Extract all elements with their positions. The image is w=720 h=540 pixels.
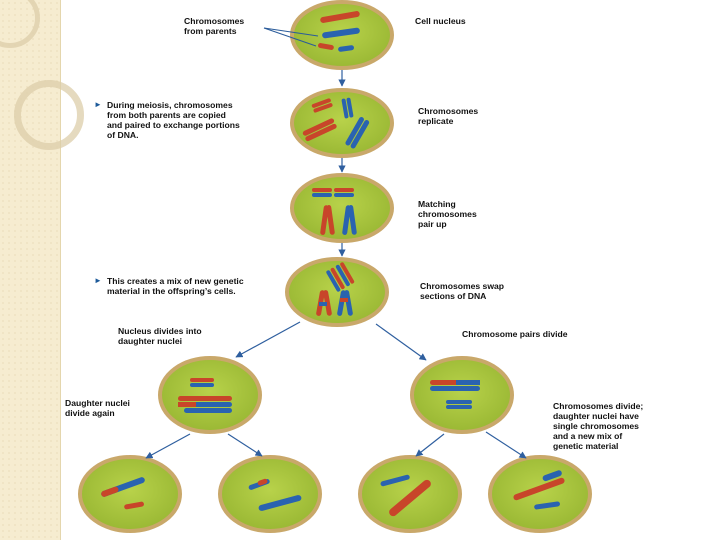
cell-1-nucleus <box>290 0 394 70</box>
label-nucleus-divides: Nucleus divides into daughter nuclei <box>118 326 202 346</box>
label-matching-pair-up: Matching chromosomes pair up <box>418 199 477 229</box>
label-meiosis-note: During meiosis, chromosomes from both pa… <box>107 100 240 140</box>
label-cell-nucleus: Cell nucleus <box>415 16 466 26</box>
arrow-4 <box>235 321 301 358</box>
label-mix-note: This creates a mix of new genetic materi… <box>107 276 244 296</box>
decorative-ring-large <box>14 80 84 150</box>
cell-9 <box>358 455 462 533</box>
flow-arrows <box>145 70 527 459</box>
cell-8 <box>218 455 322 533</box>
label-swap-sections: Chromosomes swap sections of DNA <box>420 281 505 301</box>
label-pairs-divide: Chromosome pairs divide <box>462 329 568 339</box>
arrow-5 <box>375 323 427 361</box>
cell-3-pair-up <box>290 173 394 243</box>
label-daughter-divide-again: Daughter nuclei divide again <box>65 398 130 418</box>
cell-4-swap <box>285 257 389 327</box>
label-chromosomes-from-parents: Chromosomes from parents <box>184 16 245 36</box>
chromosome-red-short <box>317 43 334 50</box>
cell-6-right-daughter <box>410 356 514 434</box>
arrow-6 <box>145 433 191 459</box>
cell-7 <box>78 455 182 533</box>
triangle-bullet-icon: ► <box>94 100 102 109</box>
triangle-bullet-icon: ► <box>94 276 102 285</box>
label-divide-single: Chromosomes divide; daughter nuclei have… <box>553 401 644 451</box>
decorative-ring-small <box>0 0 40 48</box>
arrow-8 <box>415 433 445 457</box>
cell-5-left-daughter <box>158 356 262 434</box>
chromosome-blue-short <box>338 45 355 52</box>
pointer-lines <box>263 27 319 47</box>
cell-10 <box>488 455 592 533</box>
chromosome-blue <box>322 27 360 39</box>
arrow-7 <box>227 433 263 457</box>
label-chromosomes-replicate: Chromosomes replicate <box>418 106 479 126</box>
arrow-9 <box>485 431 527 459</box>
chromosome-red <box>320 11 360 23</box>
decorative-sidebar <box>0 0 84 540</box>
cell-2-replicate <box>290 88 394 158</box>
